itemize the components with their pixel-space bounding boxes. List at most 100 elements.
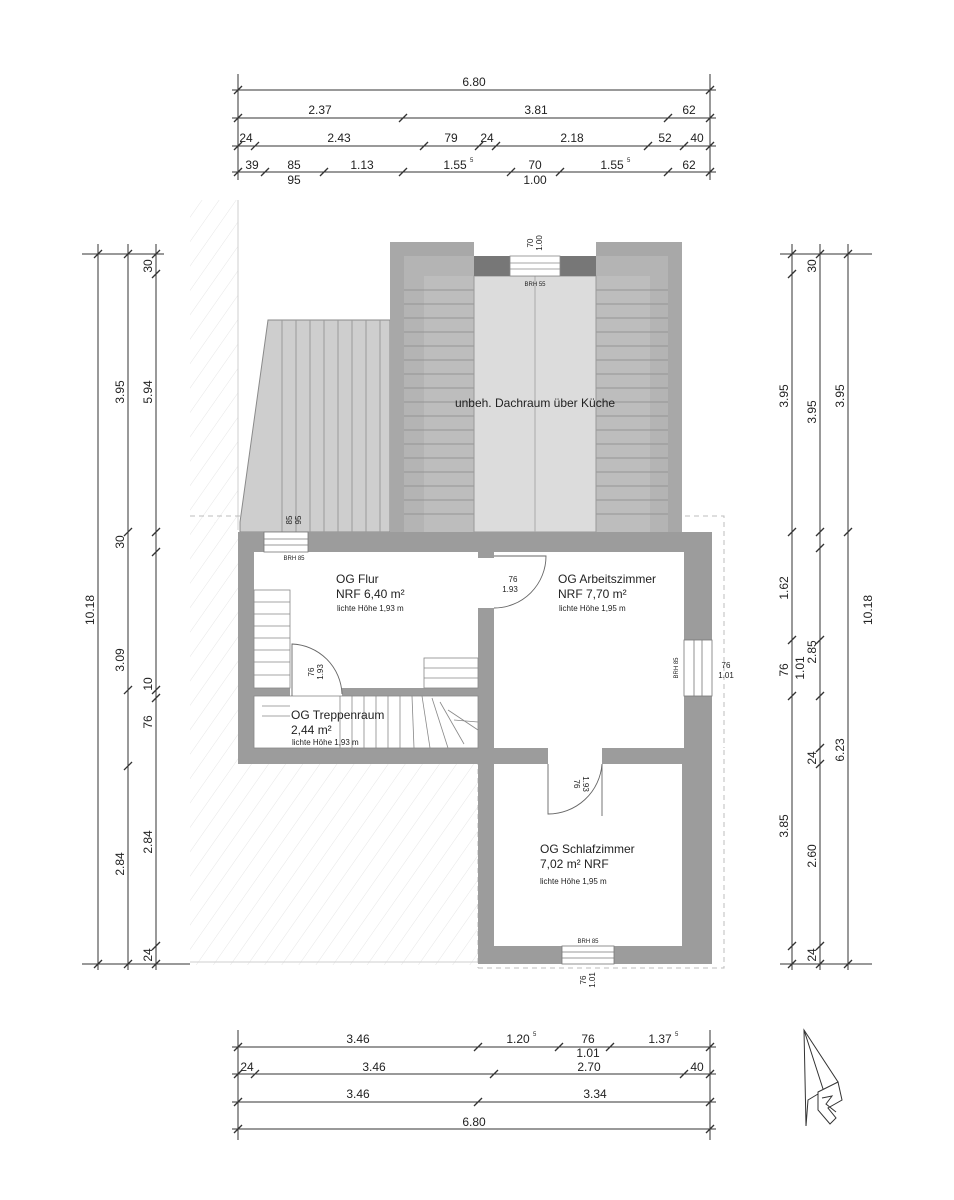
svg-text:1.01: 1.01 [576,1046,600,1060]
svg-text:62: 62 [682,158,696,172]
svg-text:6.80: 6.80 [462,1115,486,1129]
svg-text:3.46: 3.46 [346,1032,370,1046]
svg-text:3.09: 3.09 [113,648,127,672]
svg-text:3.34: 3.34 [583,1087,607,1101]
brh85-schlaf-label: BRH 85 [577,939,599,945]
brh85-arbeit-label: BRH 85 [674,657,680,679]
svg-text:3.46: 3.46 [346,1087,370,1101]
flur-win-w: 85 [285,515,294,524]
w-arbeit-w: 76 [722,661,731,670]
arbeit-area: NRF 7,70 m² [558,587,627,601]
dach-name: unbeh. Dachraum über Küche [455,396,615,410]
flur-area: NRF 6,40 m² [336,587,405,601]
svg-text:2.37: 2.37 [308,103,332,117]
svg-text:2.60: 2.60 [805,844,819,868]
d2-h: 1.93 [316,664,325,680]
svg-text:30: 30 [805,259,819,273]
svg-text:3.81: 3.81 [524,103,548,117]
svg-text:3.95: 3.95 [805,400,819,424]
svg-text:5: 5 [533,1032,537,1038]
schlaf-name: OG Schlafzimmer [540,842,635,856]
treppe-area: 2,44 m² [291,723,332,737]
north-arrow-icon [803,1028,843,1127]
arbeit-height: lichte Höhe 1,95 m [559,604,626,613]
flur-win-h: 95 [294,515,303,524]
svg-text:24: 24 [805,948,819,962]
dims-right: 30 3.95 1.62 76 3.85 24 3.95 1.01 24 2.6… [777,244,875,970]
svg-text:10.18: 10.18 [861,595,875,625]
svg-text:76: 76 [581,1032,595,1046]
svg-text:40: 40 [690,131,704,145]
doors [291,555,603,816]
treppe-height: lichte Höhe 1,93 m [292,738,359,747]
d1-h: 1.93 [502,585,518,594]
d3-h: 1.93 [581,776,590,792]
svg-text:85: 85 [287,158,301,172]
svg-text:24: 24 [240,1060,254,1074]
svg-text:3.46: 3.46 [362,1060,386,1074]
schlaf-height: lichte Höhe 1,95 m [540,877,607,886]
svg-text:1.62: 1.62 [777,576,791,600]
svg-text:6.80: 6.80 [462,75,486,89]
svg-text:1.00: 1.00 [523,173,547,187]
svg-text:2.84: 2.84 [113,852,127,876]
svg-text:10.18: 10.18 [83,595,97,625]
flur-height: lichte Höhe 1,93 m [337,604,404,613]
brh55-label: BRH 55 [524,282,546,288]
svg-text:40: 40 [690,1060,704,1074]
svg-text:6.23: 6.23 [833,738,847,762]
windows [263,531,713,965]
stairs [253,589,479,749]
w-schlaf-w: 76 [579,975,588,984]
svg-text:62: 62 [682,103,696,117]
svg-text:1.20: 1.20 [506,1032,530,1046]
svg-text:10: 10 [141,677,155,691]
svg-text:2.70: 2.70 [577,1060,601,1074]
roof-main [390,242,682,533]
svg-text:24: 24 [239,131,253,145]
svg-text:24: 24 [141,948,155,962]
treppe-name: OG Treppenraum [291,708,384,722]
dach-win-w: 70 [526,238,535,247]
svg-text:2.85: 2.85 [805,640,819,664]
svg-text:30: 30 [141,259,155,273]
svg-text:5.94: 5.94 [141,380,155,404]
svg-text:5: 5 [627,158,631,164]
svg-text:76: 76 [777,663,791,677]
svg-text:3.95: 3.95 [833,384,847,408]
svg-text:70: 70 [528,158,542,172]
dach-win-h: 1.00 [535,235,544,251]
d3-w: 76 [572,780,581,789]
svg-text:3.85: 3.85 [777,814,791,838]
svg-text:5: 5 [675,1032,679,1038]
schlaf-area: 7,02 m² NRF [540,857,609,871]
svg-text:3.95: 3.95 [777,384,791,408]
svg-text:30: 30 [113,535,127,549]
svg-text:24: 24 [480,131,494,145]
svg-text:2.18: 2.18 [560,131,584,145]
arbeit-name: OG Arbeitszimmer [558,572,656,586]
dims-bottom: 3.46 1.20 5 76 1.37 5 1.01 24 3.46 2.70 … [232,1030,716,1140]
svg-text:1.13: 1.13 [350,158,374,172]
d1-w: 76 [509,575,518,584]
svg-text:24: 24 [805,751,819,765]
w-arbeit-h: 1.01 [718,671,734,680]
roof-left [239,319,391,533]
svg-text:2.43: 2.43 [327,131,351,145]
w-schlaf-h: 1.01 [588,972,597,988]
svg-text:5: 5 [470,158,474,164]
svg-text:1.01: 1.01 [793,656,807,680]
svg-text:95: 95 [287,173,301,187]
svg-text:1.55: 1.55 [443,158,467,172]
svg-text:3.95: 3.95 [113,380,127,404]
svg-text:79: 79 [444,131,458,145]
svg-text:2.84: 2.84 [141,830,155,854]
svg-text:52: 52 [658,131,672,145]
svg-text:76: 76 [141,715,155,729]
flur-name: OG Flur [336,572,379,586]
walls [238,532,712,964]
svg-text:1.37: 1.37 [648,1032,672,1046]
dims-top: 6.80 2.37 3.81 62 24 2.43 79 24 2.18 52 … [232,74,716,187]
dims-left: 10.18 5.94 3.09 76 2.84 30 3.95 30 10 2.… [82,244,190,970]
